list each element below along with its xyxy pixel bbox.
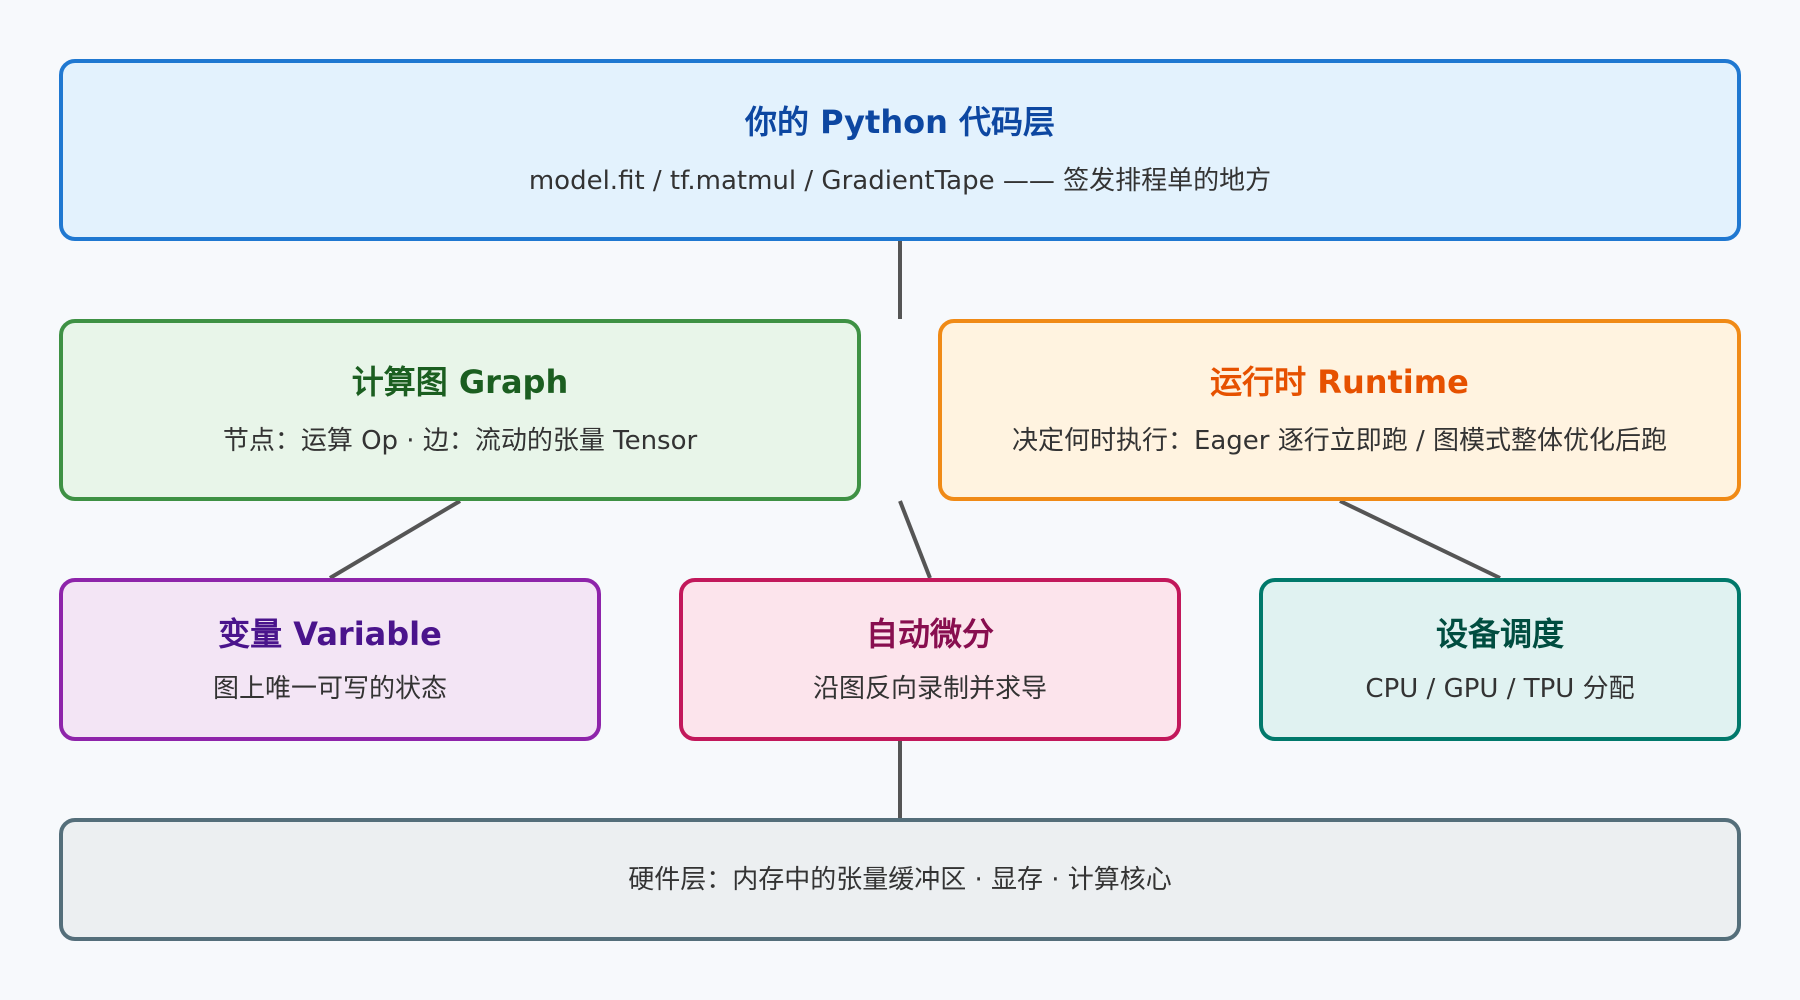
graph-subtitle: 节点：运算 Op · 边：流动的张量 Tensor xyxy=(222,426,698,456)
runtime-title: 运行时 Runtime xyxy=(1210,363,1469,401)
python-layer-subtitle: model.fit / tf.matmul / GradientTape —— … xyxy=(528,166,1272,196)
connector-graph-to-variable xyxy=(328,499,462,580)
connector-center-to-autodiff xyxy=(898,500,932,579)
autodiff-subtitle: 沿图反向录制并求导 xyxy=(812,673,1047,704)
graph-title: 计算图 Graph xyxy=(351,363,569,401)
computation-graph-box: 计算图 Graph 节点：运算 Op · 边：流动的张量 Tensor xyxy=(59,319,861,501)
variable-subtitle: 图上唯一可写的状态 xyxy=(212,673,447,704)
device-scheduling-box: 设备调度 CPU / GPU / TPU 分配 xyxy=(1259,578,1741,741)
variable-box: 变量 Variable 图上唯一可写的状态 xyxy=(59,578,601,741)
runtime-box: 运行时 Runtime 决定何时执行：Eager 逐行立即跑 / 图模式整体优化… xyxy=(938,319,1741,501)
runtime-subtitle: 决定何时执行：Eager 逐行立即跑 / 图模式整体优化后跑 xyxy=(1011,426,1668,456)
autodiff-title: 自动微分 xyxy=(865,614,994,653)
autodiff-box: 自动微分 沿图反向录制并求导 xyxy=(679,578,1181,741)
python-code-layer-box: 你的 Python 代码层 model.fit / tf.matmul / Gr… xyxy=(59,59,1741,241)
variable-title: 变量 Variable xyxy=(218,614,442,653)
hardware-layer-box: 硬件层：内存中的张量缓冲区 · 显存 · 计算核心 xyxy=(59,818,1741,941)
connector-runtime-to-device xyxy=(1339,499,1501,580)
hardware-subtitle: 硬件层：内存中的张量缓冲区 · 显存 · 计算核心 xyxy=(628,864,1172,895)
device-title: 设备调度 xyxy=(1435,614,1564,653)
python-layer-title: 你的 Python 代码层 xyxy=(744,103,1056,141)
device-subtitle: CPU / GPU / TPU 分配 xyxy=(1365,673,1635,704)
